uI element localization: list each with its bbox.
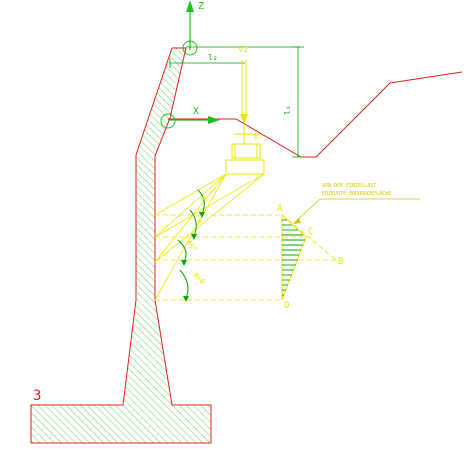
z-axis-label: Z xyxy=(198,1,204,12)
note-leader xyxy=(294,198,420,223)
z-axis: Z xyxy=(186,0,204,50)
dim-vertical-label: l₁ xyxy=(283,105,292,115)
dimension-group xyxy=(169,46,304,158)
angle-arrowheads xyxy=(181,212,205,302)
load-plate-label: bₐ xyxy=(254,133,262,141)
load-plate xyxy=(225,124,265,175)
section-number: 3 xyxy=(33,388,41,404)
load-vz xyxy=(240,60,248,124)
angle-1-label: θ xyxy=(198,195,207,203)
point-b-label: B xyxy=(338,257,343,267)
angle-2-label: φ xyxy=(195,217,204,225)
note-line-2: ERZEUGTE ERDDRUCKFLÄCHE xyxy=(322,190,391,197)
load-vz-label: Vz xyxy=(238,45,249,55)
angle-3-label: 45° xyxy=(184,239,198,254)
x-axis-label: X xyxy=(193,106,199,117)
earth-pressure-hatch xyxy=(282,219,305,296)
point-a-label: A xyxy=(277,204,283,214)
note-arrowhead xyxy=(293,218,301,224)
wall-body xyxy=(30,47,212,444)
point-d-label: D xyxy=(284,301,289,311)
note-line-1: VON DER EINZELLAST xyxy=(322,183,376,189)
x-axis: X xyxy=(168,106,220,124)
angle-4-label: φ+θ xyxy=(192,271,206,286)
dim-horizontal-label: l₂ xyxy=(208,53,218,62)
earth-pressure-diagram xyxy=(281,213,307,301)
origin-x-marker xyxy=(160,113,176,129)
point-c-label: C xyxy=(308,227,313,237)
level-lines xyxy=(155,214,337,301)
spread-lines xyxy=(154,173,265,301)
origin-top-marker xyxy=(182,40,198,56)
terrain-line xyxy=(168,71,463,158)
